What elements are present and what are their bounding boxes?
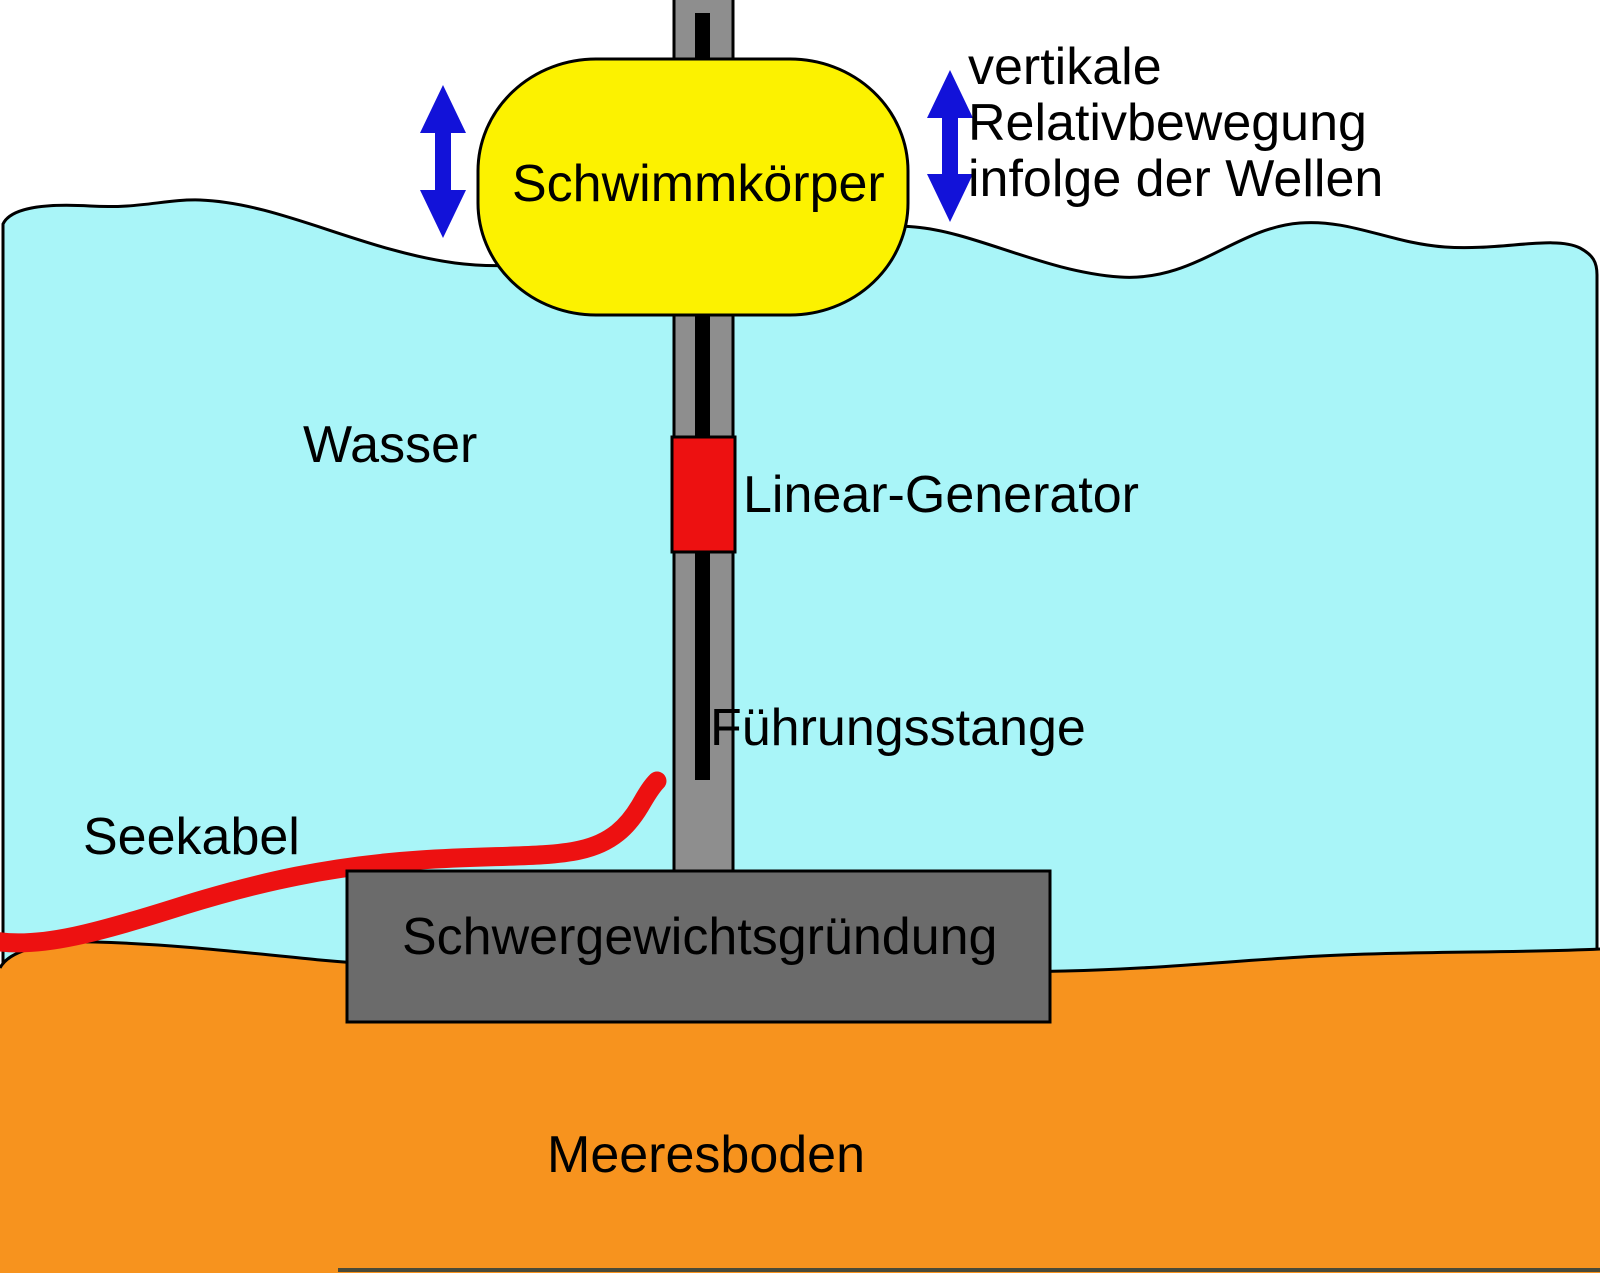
linear-generator-shape — [670, 435, 737, 554]
vertical-motion-arrow-left-icon — [420, 85, 466, 238]
generator-label: Linear-Generator — [743, 466, 1139, 524]
seabed-label: Meeresboden — [547, 1126, 865, 1184]
water-label: Wasser — [303, 416, 478, 474]
guide-rod-label: Führungsstange — [710, 699, 1086, 757]
foundation-shape — [345, 869, 1052, 1024]
sea-cable-label: Seekabel — [83, 808, 300, 866]
motion-annotation: vertikale Relativbewegung infolge der We… — [968, 39, 1383, 207]
vertical-motion-arrow-right-icon — [927, 70, 973, 222]
float-shape — [476, 57, 910, 317]
sea-cable-line — [0, 771, 667, 953]
seabed-shape — [0, 941, 1600, 1273]
float-label: Schwimmkörper — [512, 155, 885, 213]
motion-annotation-line-2: Relativbewegung — [968, 94, 1367, 152]
foundation-label: Schwergewichtsgründung — [402, 908, 998, 966]
motion-annotation-line-1: vertikale — [968, 38, 1162, 96]
motion-annotation-line-3: infolge der Wellen — [968, 150, 1384, 208]
